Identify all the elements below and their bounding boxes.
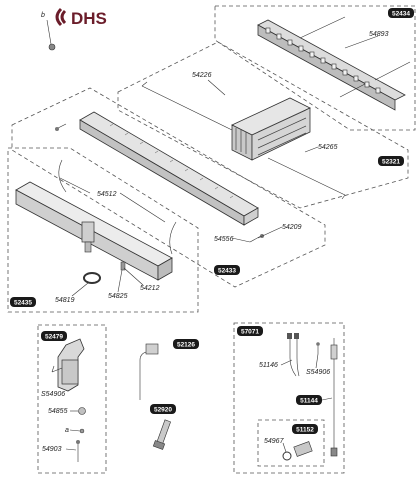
badge-52126-bg bbox=[173, 339, 199, 349]
label-54825: 54825 bbox=[108, 293, 128, 300]
label-s54906-a: S54906 bbox=[41, 391, 65, 398]
dhs-logo-text: DHS bbox=[71, 9, 107, 28]
burner-tray-52433 bbox=[79, 111, 259, 226]
label-51146: 51146 bbox=[259, 362, 278, 369]
label-54819: 54819 bbox=[55, 297, 75, 304]
badge-52435-bg bbox=[10, 297, 36, 307]
label-54512: 54512 bbox=[97, 191, 117, 198]
badge-52433: 52433 bbox=[218, 268, 236, 275]
label-54209: 54209 bbox=[282, 224, 302, 231]
label-54556: 54556 bbox=[214, 236, 234, 243]
label-s54906-b: S54906 bbox=[306, 369, 330, 376]
heat-exchanger-54226 bbox=[141, 81, 311, 161]
boundary-52479 bbox=[37, 324, 107, 474]
assembly-badges: 52434 52321 52433 52435 52479 52126 5292… bbox=[10, 8, 414, 434]
burner-manifold-54893 bbox=[257, 16, 411, 111]
fitting-54825-icon bbox=[120, 261, 126, 271]
boundary-52435 bbox=[7, 147, 199, 313]
thermocouple-52920 bbox=[152, 419, 171, 450]
badge-51152-bg bbox=[292, 424, 318, 434]
badge-57071: 57071 bbox=[241, 329, 259, 336]
label-54855: 54855 bbox=[48, 408, 68, 415]
leader-lines bbox=[51, 35, 379, 453]
nut-54855-icon bbox=[78, 407, 86, 415]
label-54212: 54212 bbox=[140, 285, 160, 292]
badge-52479-bg bbox=[41, 331, 67, 341]
dhs-logo-swoosh-icon bbox=[55, 7, 67, 27]
wire-harness-51146 bbox=[287, 333, 300, 377]
boundary-52434 bbox=[214, 5, 416, 131]
boundary-52433 bbox=[11, 87, 326, 288]
badge-52920-bg bbox=[150, 404, 176, 414]
badge-52434-bg bbox=[388, 8, 414, 18]
screw-54903-icon bbox=[76, 440, 80, 462]
rod-54265-end bbox=[341, 194, 346, 200]
badge-51152: 51152 bbox=[296, 427, 314, 434]
gas-manifold-52435 bbox=[15, 181, 173, 281]
washer-a-icon bbox=[79, 428, 85, 434]
part-labels: b 54893 54226 54265 54512 54209 54556 54… bbox=[41, 12, 389, 453]
badge-52434: 52434 bbox=[392, 11, 410, 18]
label-b: b bbox=[41, 12, 45, 19]
boundary-57071 bbox=[233, 322, 345, 474]
igniter-rod-51144 bbox=[330, 338, 338, 457]
wire-54512-right bbox=[169, 221, 177, 255]
screw-icon bbox=[55, 123, 67, 131]
badge-51144-bg bbox=[296, 395, 322, 405]
label-a: a bbox=[65, 427, 69, 434]
screw-54556-icon bbox=[249, 234, 264, 243]
badge-52433-bg bbox=[214, 265, 240, 275]
label-54903: 54903 bbox=[42, 446, 62, 453]
badge-52479: 52479 bbox=[45, 334, 63, 341]
badge-52126: 52126 bbox=[177, 342, 195, 349]
fitting-51152 bbox=[282, 441, 313, 461]
label-54265: 54265 bbox=[318, 144, 338, 151]
label-54893: 54893 bbox=[369, 31, 389, 38]
badge-57071-bg bbox=[237, 326, 263, 336]
badge-52920: 52920 bbox=[154, 407, 172, 414]
label-54226: 54226 bbox=[192, 72, 212, 79]
label-54967: 54967 bbox=[264, 438, 285, 445]
badge-52321: 52321 bbox=[382, 159, 400, 166]
boundary-52321 bbox=[117, 41, 409, 209]
badge-52321-bg bbox=[378, 156, 404, 166]
o-ring-54819-icon bbox=[83, 272, 101, 284]
badge-52435: 52435 bbox=[14, 300, 32, 307]
gas-valve-52479 bbox=[51, 338, 85, 392]
pilot-bracket-52126 bbox=[139, 343, 159, 400]
dhs-logo: DHS bbox=[55, 7, 107, 28]
badge-51144: 51144 bbox=[300, 398, 318, 405]
washer-b-icon bbox=[46, 19, 56, 51]
rod-54265 bbox=[267, 157, 346, 196]
wire-54512-left bbox=[58, 159, 67, 193]
screw-s54906-icon bbox=[316, 342, 320, 354]
